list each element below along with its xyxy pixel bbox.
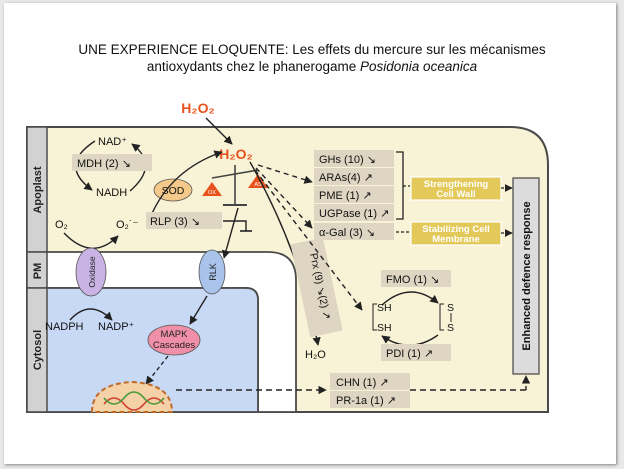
dna-strand-1 [103, 397, 165, 411]
arrow-h2o2-to-rlk [221, 207, 239, 259]
gene-ugpase: UGPase (1) ↗ [319, 208, 389, 220]
cytosol-label-box [26, 287, 48, 413]
balance-ox-pan [202, 182, 222, 196]
disulfide-s-bottom: S [447, 322, 454, 334]
gene-aras: ARAs(4) ↗ [319, 172, 373, 184]
mdh-box [72, 154, 152, 171]
disulfide-bracket-right [439, 303, 444, 331]
balance-ox: OX [208, 190, 216, 196]
slide-title: UNE EXPERIENCE ELOQUENTE: Les effets du … [0, 41, 624, 75]
h2o2-external: H₂O₂ [181, 100, 214, 116]
oxidase-enzyme [75, 247, 107, 297]
rlk-receptor [198, 249, 226, 295]
balance-as-pan [248, 174, 268, 188]
arrow-thiol-oxidation [381, 291, 439, 306]
rlp-label: RLP (3) ↘ [150, 216, 200, 228]
gene-pr1a: PR-1a (1) ↗ [336, 395, 396, 407]
cytosol-label: Cytosol [32, 330, 44, 370]
gene-box-chn [330, 373, 410, 390]
gene-ghs: GHs (10) ↘ [319, 154, 376, 166]
h2o2-apoplast: H₂O₂ [219, 146, 252, 162]
nad-plus: NAD⁺ [98, 136, 127, 148]
gene-box-fmo [381, 270, 451, 287]
rlk-label: RLK [208, 263, 218, 281]
thiol-bracket-left [372, 303, 377, 331]
mapk-label-line1: MAPK [161, 329, 189, 340]
nadp-plus: NADP⁺ [98, 321, 135, 333]
mapk-cascades [147, 324, 201, 356]
pm-label: PM [32, 263, 44, 280]
mdh-label: MDH (2) ↘ [77, 158, 131, 170]
gene-box-pdi [381, 344, 451, 361]
dna-strand-2 [103, 391, 165, 405]
arrow-superoxide-to-h2o2 [149, 150, 223, 219]
arrow-nadph-oxidation [69, 308, 113, 321]
sod-enzyme [153, 178, 193, 202]
arrow-mapk-to-nucleus [145, 355, 169, 385]
prx-box [290, 237, 343, 338]
cytosol-region [26, 287, 259, 413]
nadh: NADH [96, 187, 127, 199]
arrow-h2o2-to-thiols [254, 169, 363, 311]
title-species: Posidonia oceanica [360, 59, 478, 74]
gene-pdi: PDI (1) ↗ [386, 348, 433, 360]
balance-beam [211, 169, 259, 179]
gene-box-ghs [314, 150, 394, 167]
gene-agal: α-Gal (3) ↘ [319, 227, 375, 239]
arrow-h2o2-to-cell-wall [257, 164, 313, 184]
arrow-h2o2-entry [205, 117, 233, 145]
gene-fmo: FMO (1) ↘ [386, 274, 439, 286]
disulfide-s-top: S [447, 302, 454, 314]
mapk-label-line2: Cascades [153, 340, 195, 351]
arrow-h2o2-to-membrane [255, 167, 313, 229]
rlp-box [146, 212, 222, 229]
h2o: H₂O [305, 349, 326, 361]
gene-box-ugpase [314, 204, 394, 221]
superoxide: O₂˙⁻ [116, 219, 138, 231]
o2: O₂ [55, 219, 68, 231]
strengthening-line1: Strengthening [424, 179, 489, 190]
stabilizing-line1: Stabilizing Cell [422, 224, 490, 235]
gene-box-aras [314, 168, 394, 185]
thiol-sh-top: SH [377, 302, 392, 314]
gene-chn: CHN (1) ↗ [336, 377, 389, 389]
title-line-1: UNE EXPERIENCE ELOQUENTE: Les effets du … [78, 42, 546, 57]
stabilizing-line2: Membrane [432, 234, 480, 245]
balance-as: AS [254, 182, 262, 188]
gene-pme: PME (1) ↗ [319, 190, 372, 202]
nadph: NADPH [45, 321, 84, 333]
thiol-sh-bottom: SH [377, 322, 392, 334]
strengthening-line2: Cell Wall [436, 189, 475, 200]
enhanced-box [512, 177, 540, 375]
arrow-rlk-to-mapk [189, 295, 208, 325]
title-prefix: antioxydants chez le phanerogame [146, 59, 361, 74]
gene-box-pme [314, 186, 394, 203]
gene-box-pr1a [330, 391, 410, 408]
gene-box-agal [314, 223, 394, 240]
inhibition-rlp [223, 220, 247, 231]
title-line-2: antioxydants chez le phanerogame Posidon… [0, 58, 624, 75]
enhanced-label: Enhanced defence response [521, 201, 533, 350]
apoplast-label: Apoplast [32, 166, 44, 213]
oxidase-label: Oxidase [87, 256, 97, 287]
